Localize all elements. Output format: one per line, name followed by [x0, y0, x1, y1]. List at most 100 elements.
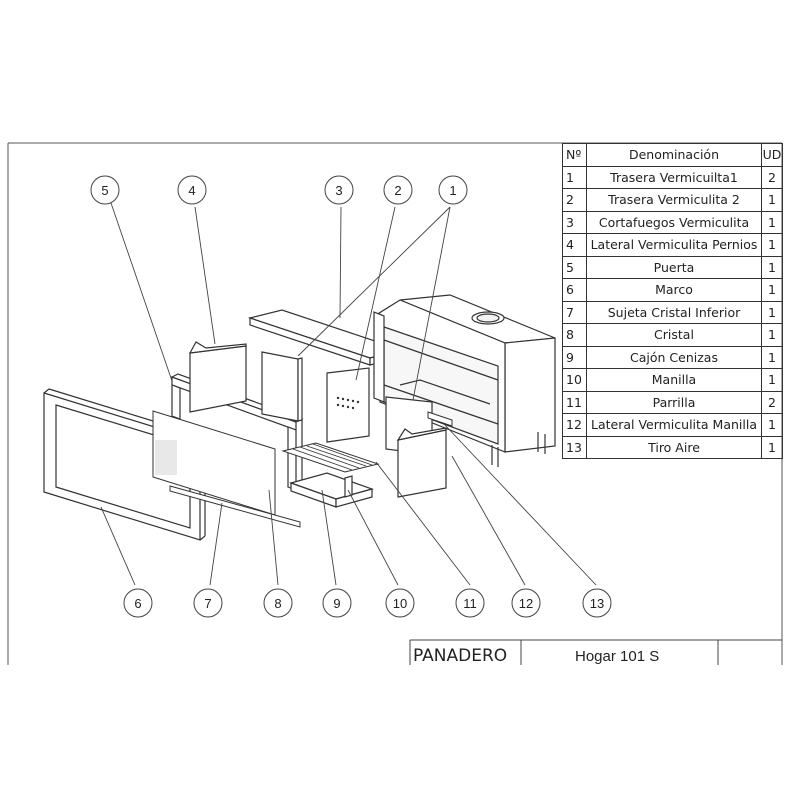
bom-cell-ud: 1: [761, 368, 783, 392]
part-lateral-manilla: [396, 427, 447, 498]
balloon-7: 7: [193, 588, 223, 618]
balloon-8: 8: [263, 588, 293, 618]
bom-cell-name: Sujeta Cristal Inferior: [586, 300, 762, 324]
balloon-2: 2: [383, 175, 413, 205]
svg-text:2: 2: [394, 183, 401, 198]
balloon-12: 12: [511, 588, 541, 618]
bom-cell-name: Cajón Cenizas: [586, 345, 762, 369]
bom-cell-ud: 1: [761, 435, 783, 459]
bom-cell-name: Manilla: [586, 368, 762, 392]
svg-text:4: 4: [188, 183, 195, 198]
bom-cell-ud: 1: [761, 323, 783, 347]
balloon-11: 11: [455, 588, 485, 618]
part-sujeta-cristal-strip: [169, 485, 301, 528]
vent-holes: [336, 396, 360, 410]
bom-header-row: Nº Denominación UD: [562, 143, 783, 167]
bom-cell-name: Puerta: [586, 255, 762, 279]
balloon-10: 10: [385, 588, 415, 618]
svg-text:11: 11: [463, 596, 477, 611]
balloon-9: 9: [322, 588, 352, 618]
part-manilla-handle: [344, 475, 353, 498]
balloon-13: 13: [582, 588, 612, 618]
title-block-company: PANADERO: [413, 646, 508, 666]
balloons: 5 4 3 2 1 6 7 8 9 10 11 12 13: [90, 175, 612, 618]
bom-cell-no: 7: [562, 300, 587, 324]
bom-cell-name: Trasera Vermiculita 2: [586, 188, 762, 212]
grate-bars: [292, 443, 373, 471]
part-parrilla-grates: [281, 442, 380, 473]
bom-cell-name: Marco: [586, 278, 762, 302]
leader-lines: [100, 202, 597, 586]
svg-text:10: 10: [393, 596, 407, 611]
part-cajon-cenizas: [289, 472, 374, 508]
bom-cell-name: Trasera Vermicuilta1: [586, 165, 762, 189]
svg-text:12: 12: [519, 596, 533, 611]
bom-cell-no: 6: [562, 278, 587, 302]
bom-cell-no: 12: [562, 413, 587, 437]
bom-header-ud: UD: [761, 143, 783, 167]
svg-text:8: 8: [274, 596, 281, 611]
bom-cell-ud: 2: [761, 390, 783, 414]
bom-cell-no: 8: [562, 323, 587, 347]
bom-cell-ud: 1: [761, 188, 783, 212]
title-block-model: Hogar 101 S: [575, 648, 660, 665]
svg-text:13: 13: [590, 596, 604, 611]
part-lateral-pernios: [188, 341, 247, 413]
part-firebox-body: [373, 294, 556, 467]
part-trasera-vermiculita-left: [261, 351, 303, 422]
bom-cell-name: Lateral Vermiculita Pernios: [586, 233, 762, 257]
bom-cell-ud: 1: [761, 233, 783, 257]
bom-cell-no: 10: [562, 368, 587, 392]
balloon-6: 6: [123, 588, 153, 618]
bom-cell-name: Parrilla: [586, 390, 762, 414]
svg-text:9: 9: [333, 596, 340, 611]
bom-cell-no: 2: [562, 188, 587, 212]
bom-header-no: Nº: [562, 143, 587, 167]
svg-text:7: 7: [204, 596, 211, 611]
bom-cell-name: Cortafuegos Vermiculita: [586, 210, 762, 234]
svg-text:6: 6: [134, 596, 141, 611]
part-tiro-aire: [427, 411, 453, 427]
bom-cell-no: 4: [562, 233, 587, 257]
balloon-1: 1: [438, 175, 468, 205]
bom-cell-no: 3: [562, 210, 587, 234]
bom-cell-ud: 1: [761, 255, 783, 279]
bom-cell-name: Lateral Vermiculita Manilla: [586, 413, 762, 437]
bom-cell-no: 1: [562, 165, 587, 189]
bom-cell-no: 9: [562, 345, 587, 369]
svg-text:1: 1: [449, 183, 456, 198]
part-trasera-vermiculita-2: [326, 367, 370, 443]
balloon-4: 4: [177, 175, 207, 205]
bom-cell-no: 13: [562, 435, 587, 459]
bom-cell-ud: 1: [761, 300, 783, 324]
bom-cell-ud: 2: [761, 165, 783, 189]
bom-cell-ud: 1: [761, 413, 783, 437]
bom-cell-name: Tiro Aire: [586, 435, 762, 459]
bom-cell-ud: 1: [761, 345, 783, 369]
bom-cell-ud: 1: [761, 278, 783, 302]
svg-text:3: 3: [335, 183, 342, 198]
bom-cell-no: 5: [562, 255, 587, 279]
balloon-5: 5: [90, 175, 120, 205]
balloon-3: 3: [324, 175, 354, 205]
bom-header-name: Denominación: [586, 143, 762, 167]
bom-cell-ud: 1: [761, 210, 783, 234]
bom-cell-no: 11: [562, 390, 587, 414]
svg-text:5: 5: [101, 183, 108, 198]
bom-cell-name: Cristal: [586, 323, 762, 347]
